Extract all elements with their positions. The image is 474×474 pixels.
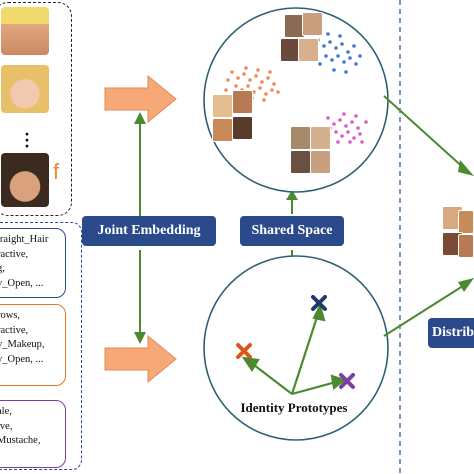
- attr-line: ale,: [0, 406, 12, 417]
- face-thumb: [290, 150, 311, 174]
- attr-line: Mustache,: [0, 435, 41, 446]
- arrow-up-head-icon: [134, 112, 146, 124]
- shared-space-label: Shared Space: [240, 216, 344, 246]
- attr-line: traight_Hair: [0, 234, 49, 245]
- prototype-navy-cross-icon: [311, 295, 327, 311]
- prototype-space-circle: [203, 255, 389, 441]
- ellipsis-dots-icon: ···: [24, 124, 31, 156]
- face-thumb: [212, 118, 233, 142]
- attr-line: g,: [0, 263, 5, 274]
- face-photo-panel: ··· f: [0, 2, 72, 216]
- arrow-right-lower-line: [383, 283, 467, 337]
- face-photo-3: [1, 153, 49, 207]
- face-thumb: [290, 126, 311, 150]
- attribute-panel: [0, 222, 82, 470]
- face-thumb: [458, 234, 474, 258]
- face-thumb: [310, 150, 331, 174]
- attr-line: ractive,: [0, 248, 29, 260]
- arrow-right-upper-line: [383, 95, 467, 171]
- face-photo-1: [1, 7, 49, 55]
- arrow-right-top-icon: [104, 74, 177, 124]
- face-photo-2: [1, 65, 49, 113]
- attribute-group-3: ale, ive, Mustache,: [0, 400, 66, 468]
- attribute-group-2: rows, ractive, y_Makeup, y_Open, ...: [0, 304, 66, 386]
- attr-line: ractive,: [0, 324, 29, 336]
- face-thumb: [212, 94, 233, 118]
- attr-line: y_Makeup,: [0, 339, 45, 350]
- face-thumb: [302, 12, 323, 36]
- shared-up-head-icon: [286, 190, 298, 200]
- attr-line: rows,: [0, 310, 21, 321]
- prototype-rays: [241, 302, 347, 396]
- attr-line: y_Open, ...: [0, 353, 44, 365]
- attr-line: ive,: [0, 420, 13, 432]
- arrow-right-bottom-icon: [104, 334, 177, 384]
- orange-f-icon: f: [53, 159, 60, 184]
- face-thumb: [298, 38, 319, 62]
- distribution-label: Distrib: [428, 318, 474, 348]
- face-thumb: [310, 126, 331, 150]
- arrow-right-lower-head-icon: [458, 278, 474, 292]
- arrow-down-head-icon: [134, 332, 146, 344]
- face-thumb: [232, 90, 253, 114]
- prototype-purple-cross-icon: [339, 373, 355, 389]
- identity-prototypes-label: Identity Prototypes: [240, 400, 348, 415]
- joint-embedding-label: Joint Embedding: [82, 216, 216, 246]
- face-thumb: [232, 116, 253, 140]
- face-thumb: [458, 210, 474, 234]
- attribute-group-1: traight_Hair ractive, g, y_Open, ...: [0, 228, 66, 298]
- prototype-orange-cross-icon: [236, 343, 252, 359]
- orange-cluster: [224, 66, 280, 102]
- attr-line: y_Open, ...: [0, 277, 44, 289]
- arrow-right-upper-head-icon: [458, 160, 474, 176]
